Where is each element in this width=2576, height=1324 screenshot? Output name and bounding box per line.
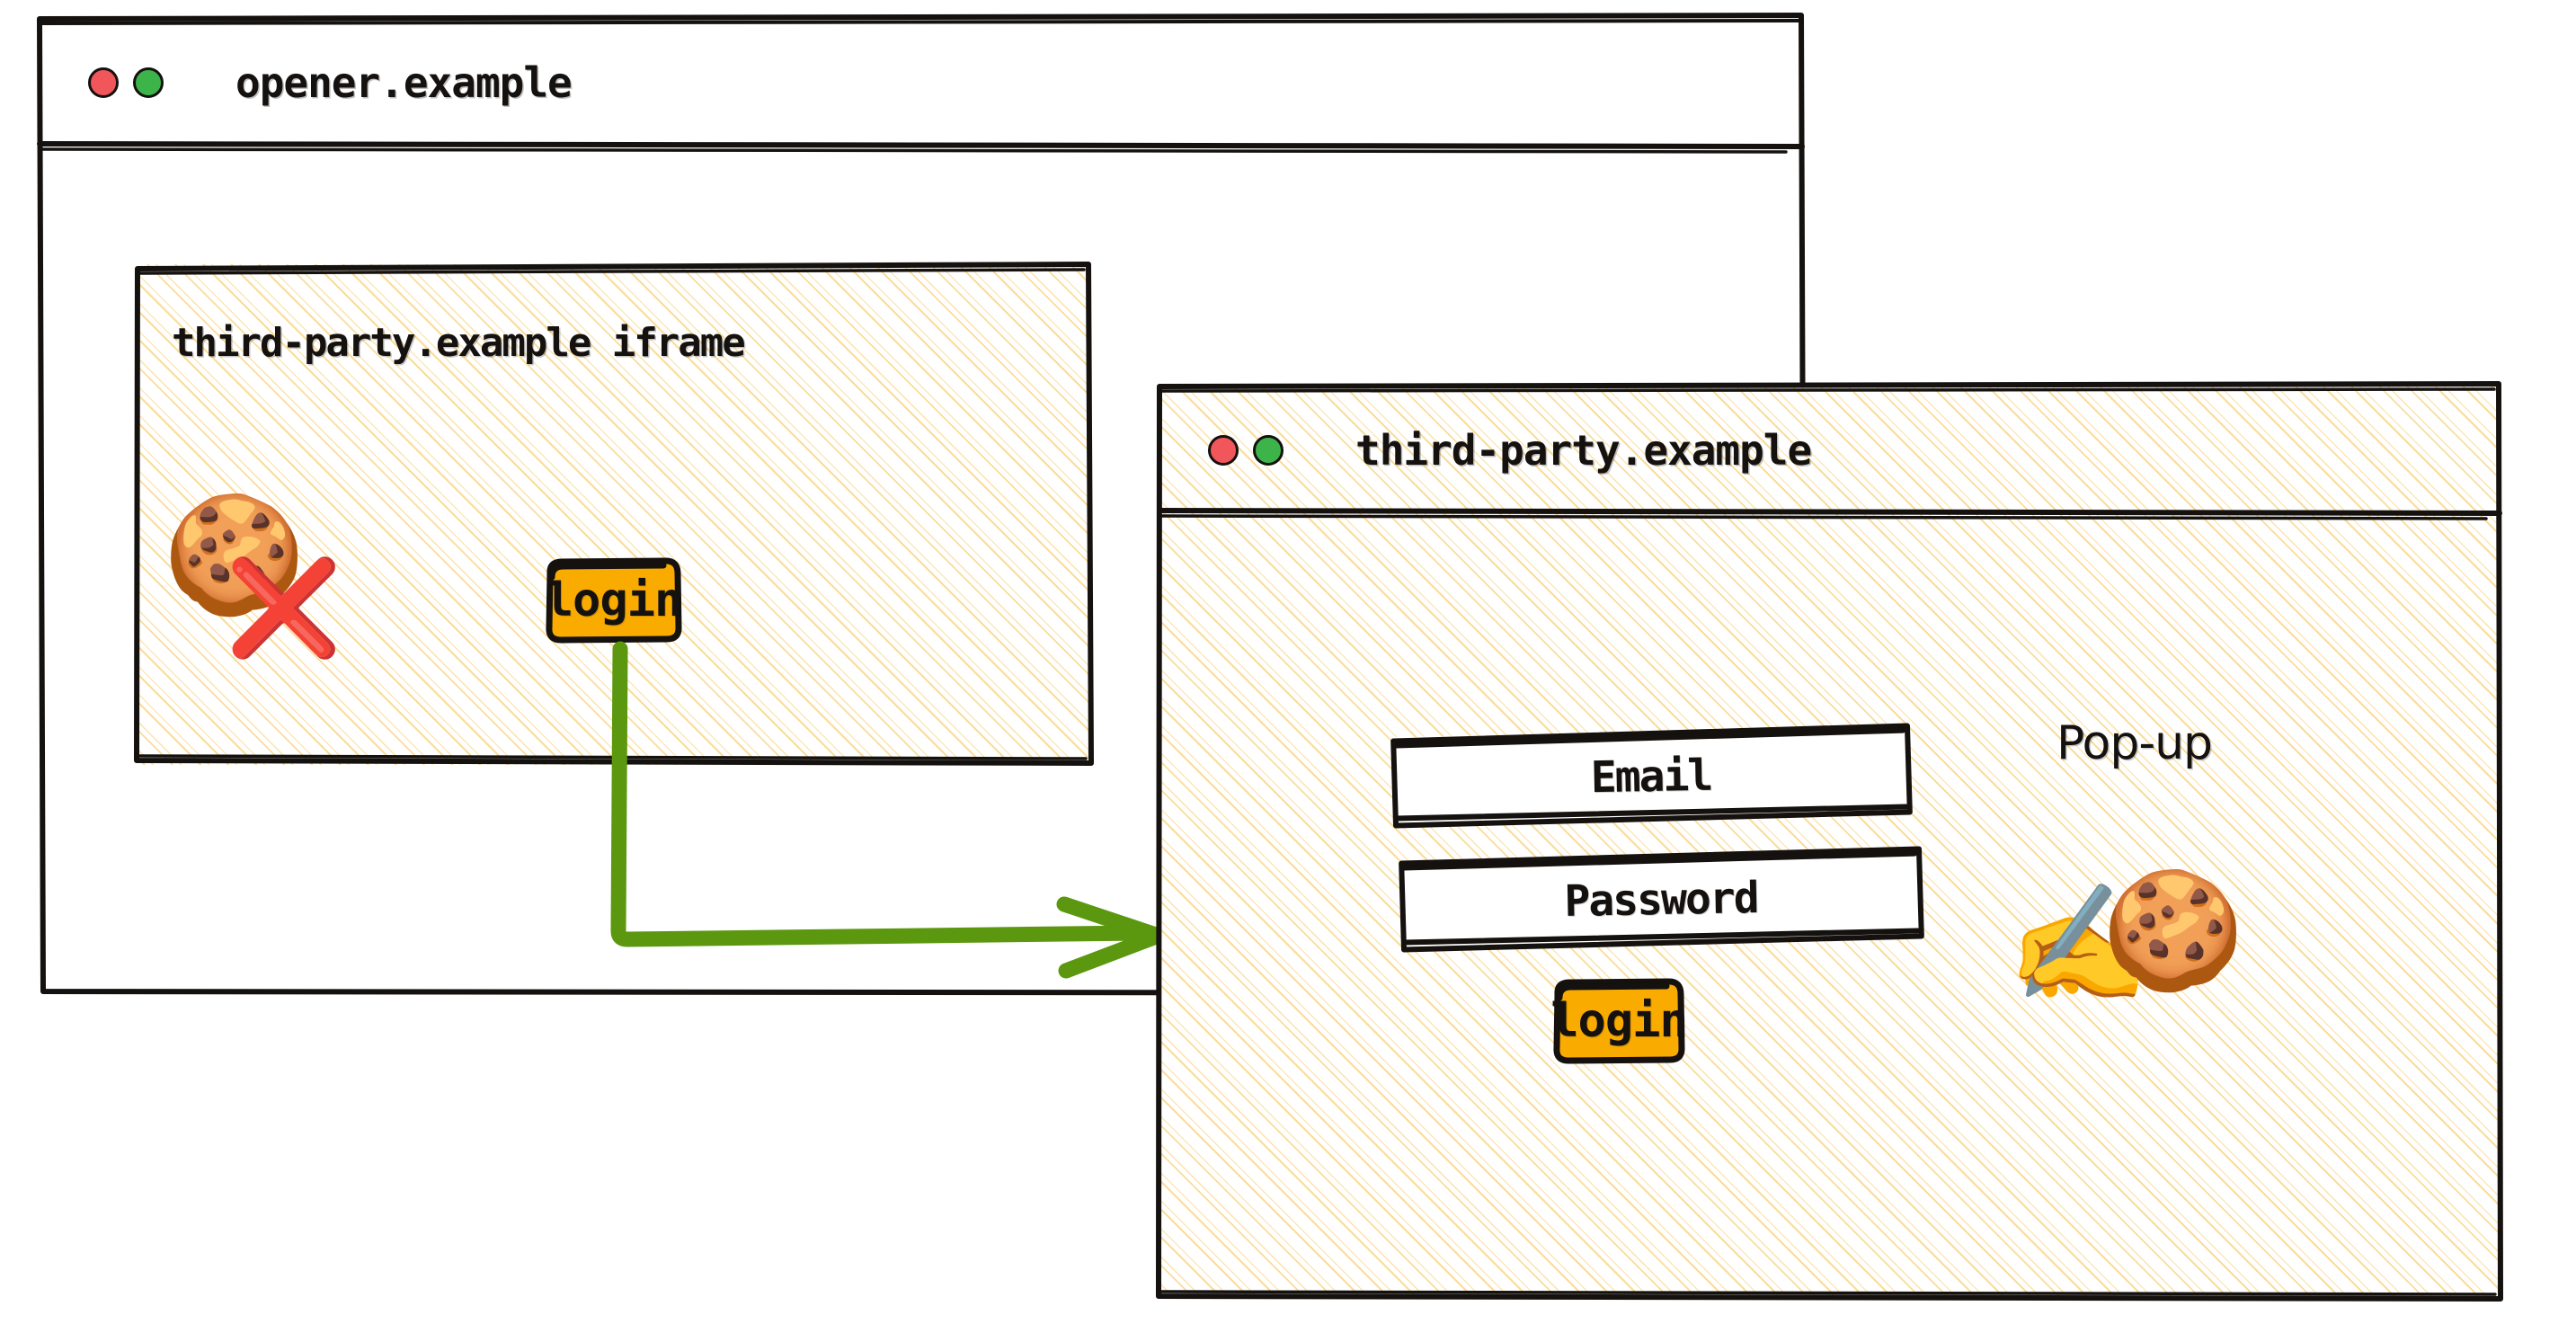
iframe-login-button-outline [546, 557, 682, 644]
third-party-iframe: third-party.example iframe 🍪 ❌ login [134, 262, 1094, 766]
email-field-label: Email [1590, 750, 1712, 803]
popup-titlebar: third-party.example [1158, 384, 2500, 516]
opener-window-controls[interactable] [88, 67, 164, 98]
cookie-icon: 🍪 [163, 488, 306, 622]
opener-window-title: opener.example [235, 58, 573, 107]
popup-window-frame [1156, 381, 2503, 1302]
iframe-title: third-party.example iframe [172, 320, 746, 366]
popup-window: third-party.example Pop-up Email Passwor… [1156, 381, 2503, 1302]
password-field-label: Password [1563, 872, 1759, 927]
blocked-x-icon: ❌ [226, 553, 342, 662]
popup-login-button-outline [1553, 978, 1685, 1064]
iframe-login-button-label: login [545, 573, 683, 627]
maximize-dot[interactable] [133, 67, 164, 98]
maximize-dot[interactable] [1253, 434, 1284, 466]
email-field-outline [1390, 723, 1913, 829]
password-field-outline [1399, 846, 1924, 953]
close-dot[interactable] [1208, 434, 1239, 466]
email-field[interactable]: Email [1390, 723, 1913, 829]
close-dot[interactable] [88, 67, 119, 98]
cookie-icon: 🍪 [2101, 864, 2245, 998]
opener-titlebar: opener.example [39, 16, 1804, 149]
popup-window-title: third-party.example [1355, 425, 1812, 475]
popup-annotation-label: Pop-up [2056, 716, 2213, 770]
iframe-login-button[interactable]: login [545, 557, 683, 644]
popup-login-button[interactable]: login [1550, 978, 1688, 1064]
password-field[interactable]: Password [1399, 846, 1924, 953]
popup-window-controls[interactable] [1208, 434, 1284, 466]
popup-login-button-label: login [1550, 994, 1688, 1048]
writing-hand-icon: ✍️ [2007, 877, 2151, 1011]
